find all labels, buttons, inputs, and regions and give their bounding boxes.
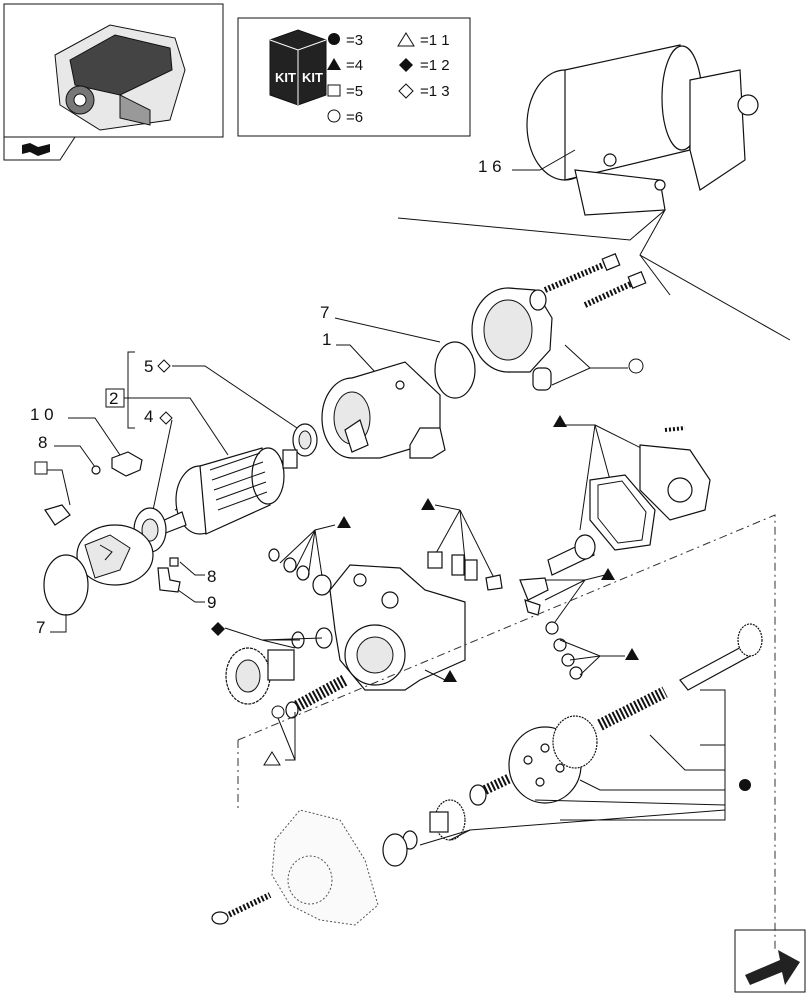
book-icon	[22, 143, 50, 156]
open-circle-icon	[327, 109, 341, 123]
nut-stack[interactable]	[545, 621, 583, 680]
open-triangle-icon	[263, 751, 281, 766]
open-diamond-icon	[159, 411, 173, 425]
yoke-housing[interactable]	[321, 361, 446, 459]
callout-2: 2	[109, 389, 118, 408]
filled-diamond-icon	[399, 58, 413, 72]
open-diamond-icon	[398, 83, 414, 99]
screw[interactable]	[91, 465, 101, 475]
ring-c[interactable]	[382, 833, 408, 867]
callout-7-top: 7	[320, 303, 329, 322]
filled-triangle-icon	[443, 670, 457, 682]
spring-small[interactable]	[482, 773, 513, 795]
filled-triangle-icon	[601, 568, 615, 580]
open-diamond-icon	[157, 359, 171, 373]
callout-8-top: 8	[38, 433, 47, 452]
contact-plates[interactable]	[427, 551, 503, 591]
kit-legend: KIT KIT =3 =4 =5 =6 =1 1 =1 2 =1 3	[237, 17, 471, 137]
intermediate-housing[interactable]	[329, 564, 466, 691]
filled-triangle-icon	[421, 498, 435, 510]
callout-7-bottom: 7	[36, 618, 45, 637]
solenoid-gasket[interactable]	[589, 474, 656, 551]
open-square-icon	[327, 84, 341, 97]
callout-9: 9	[207, 593, 216, 612]
reduction-gear[interactable]	[225, 647, 295, 705]
filled-triangle-icon	[337, 516, 351, 528]
plunger[interactable]	[547, 534, 596, 576]
legend-item-5: =5	[346, 83, 363, 100]
kit-icon: KIT KIT	[269, 29, 327, 106]
filled-diamond-icon	[211, 622, 225, 636]
open-circle-icon	[271, 705, 285, 719]
bolt-pair[interactable]	[543, 253, 647, 308]
legend-item-11: =1 1	[420, 32, 450, 49]
terminal-bracket[interactable]	[157, 567, 181, 593]
mounting-bolt[interactable]	[211, 892, 272, 925]
o-ring-bottom[interactable]	[43, 554, 89, 616]
legend-item-3: =3	[346, 32, 363, 49]
filled-circle-icon	[328, 33, 340, 45]
filled-triangle-icon	[625, 648, 639, 660]
starter-motor-assembly[interactable]	[526, 44, 759, 216]
pinion-shaft[interactable]	[679, 623, 763, 691]
callout-1: 1	[322, 330, 331, 349]
arrow-forward-icon	[745, 950, 800, 985]
washer-set[interactable]	[268, 548, 332, 596]
callout-5: 5	[144, 357, 153, 376]
planet-carrier[interactable]	[508, 715, 598, 804]
filled-triangle-icon	[327, 58, 341, 70]
shift-fork[interactable]	[519, 577, 549, 616]
o-ring[interactable]	[434, 341, 476, 399]
open-triangle-icon	[397, 32, 415, 47]
filled-circle-icon	[739, 779, 751, 791]
brush-holder-plate[interactable]	[76, 524, 154, 586]
terminal-screw[interactable]	[169, 557, 179, 567]
legend-item-12: =1 2	[420, 57, 450, 74]
brush-clip[interactable]	[111, 451, 143, 477]
kit-label-left: KIT	[275, 70, 296, 85]
drive-gear[interactable]	[429, 799, 466, 841]
drive-end-housing[interactable]	[271, 809, 379, 926]
bearing-5[interactable]	[292, 423, 318, 457]
legend-item-13: =1 3	[420, 83, 450, 100]
engine-thumbnail[interactable]	[3, 3, 224, 161]
solenoid-cover[interactable]	[639, 426, 711, 521]
filled-triangle-icon	[553, 415, 567, 427]
engine-thumbnail-icon	[54, 24, 186, 131]
open-circle-icon	[628, 358, 644, 374]
kit-label-right: KIT	[302, 70, 323, 85]
callout-4: 4	[144, 407, 153, 426]
callout-8-bottom: 8	[207, 567, 216, 586]
legend-item-6: =6	[346, 109, 363, 126]
retaining-clip[interactable]	[44, 504, 71, 526]
callout-10: 1 0	[30, 405, 54, 424]
legend-item-4: =4	[346, 57, 363, 74]
drive-spring[interactable]	[597, 686, 668, 731]
armature[interactable]	[159, 447, 298, 535]
ring-a[interactable]	[469, 784, 487, 806]
end-cap[interactable]	[471, 287, 553, 391]
next-page-button[interactable]	[734, 929, 806, 993]
open-square-icon	[34, 461, 48, 475]
callout-16: 1 6	[478, 157, 502, 176]
